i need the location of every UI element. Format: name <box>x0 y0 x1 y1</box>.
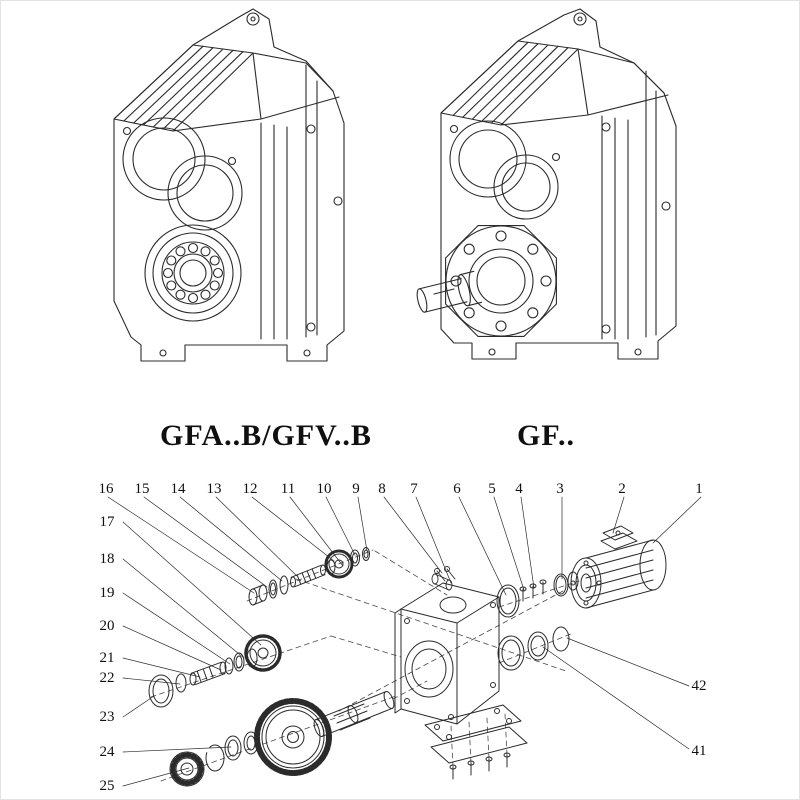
callout-13: 13 <box>206 481 222 497</box>
callout-15: 15 <box>134 481 150 497</box>
gear-housing-part <box>394 582 500 725</box>
left-hollow-shaft-bearing <box>144 224 242 322</box>
callout-17: 17 <box>99 514 115 530</box>
callout-14: 14 <box>170 481 186 497</box>
callout-23: 23 <box>99 709 115 725</box>
callout-20: 20 <box>99 618 115 634</box>
output-gear-shaft-parts <box>205 690 395 776</box>
callout-11: 11 <box>280 481 296 497</box>
right-ribbed-top-face <box>440 40 669 126</box>
right-front-bores <box>449 120 561 220</box>
model-label-right: GF.. <box>517 419 575 452</box>
callout-5: 5 <box>488 481 496 497</box>
leader-lines <box>107 496 702 787</box>
callout-16: 16 <box>98 481 114 497</box>
retaining-ring-parts <box>497 626 570 671</box>
right-output-shaft <box>416 270 483 313</box>
right-feet <box>488 348 642 356</box>
cover-plate-parts <box>424 704 528 780</box>
callout-4: 4 <box>515 481 523 497</box>
callout-10: 10 <box>316 481 332 497</box>
callout-21: 21 <box>99 650 115 666</box>
model-label-left: GFA..B/GFV..B <box>160 419 372 452</box>
callout-25: 25 <box>99 778 115 794</box>
callout-2: 2 <box>618 481 626 497</box>
callout-3: 3 <box>556 481 564 497</box>
left-feet <box>159 349 311 357</box>
callout-24: 24 <box>99 744 115 760</box>
left-gearbox-drawing <box>113 8 345 362</box>
left-front-bores <box>122 117 243 231</box>
left-ribbed-top-face <box>113 44 340 132</box>
motor-part <box>570 525 667 609</box>
output-bearing-part <box>169 751 205 787</box>
callout-18: 18 <box>99 551 115 567</box>
input-screws-part <box>431 566 456 591</box>
callout-8: 8 <box>378 481 386 497</box>
callout-41: 41 <box>691 743 707 759</box>
callout-12: 12 <box>242 481 258 497</box>
left-housing-silhouette <box>113 8 345 362</box>
callout-1: 1 <box>695 481 703 497</box>
motor-adapter-parts <box>496 571 579 618</box>
callout-9: 9 <box>352 481 360 497</box>
right-output-flange <box>445 225 557 337</box>
input-pinion-parts <box>248 547 370 606</box>
callout-42: 42 <box>691 678 707 694</box>
right-housing-silhouette <box>440 8 677 360</box>
left-side-ribs <box>260 64 343 340</box>
intermediate-gear-parts <box>148 634 282 708</box>
right-side-ribs <box>601 70 671 340</box>
callout-19: 19 <box>99 585 115 601</box>
exploded-parts-diagram <box>107 496 702 787</box>
callout-6: 6 <box>453 481 461 497</box>
callout-22: 22 <box>99 670 115 686</box>
right-gearbox-drawing <box>416 8 677 360</box>
callout-7: 7 <box>410 481 418 497</box>
